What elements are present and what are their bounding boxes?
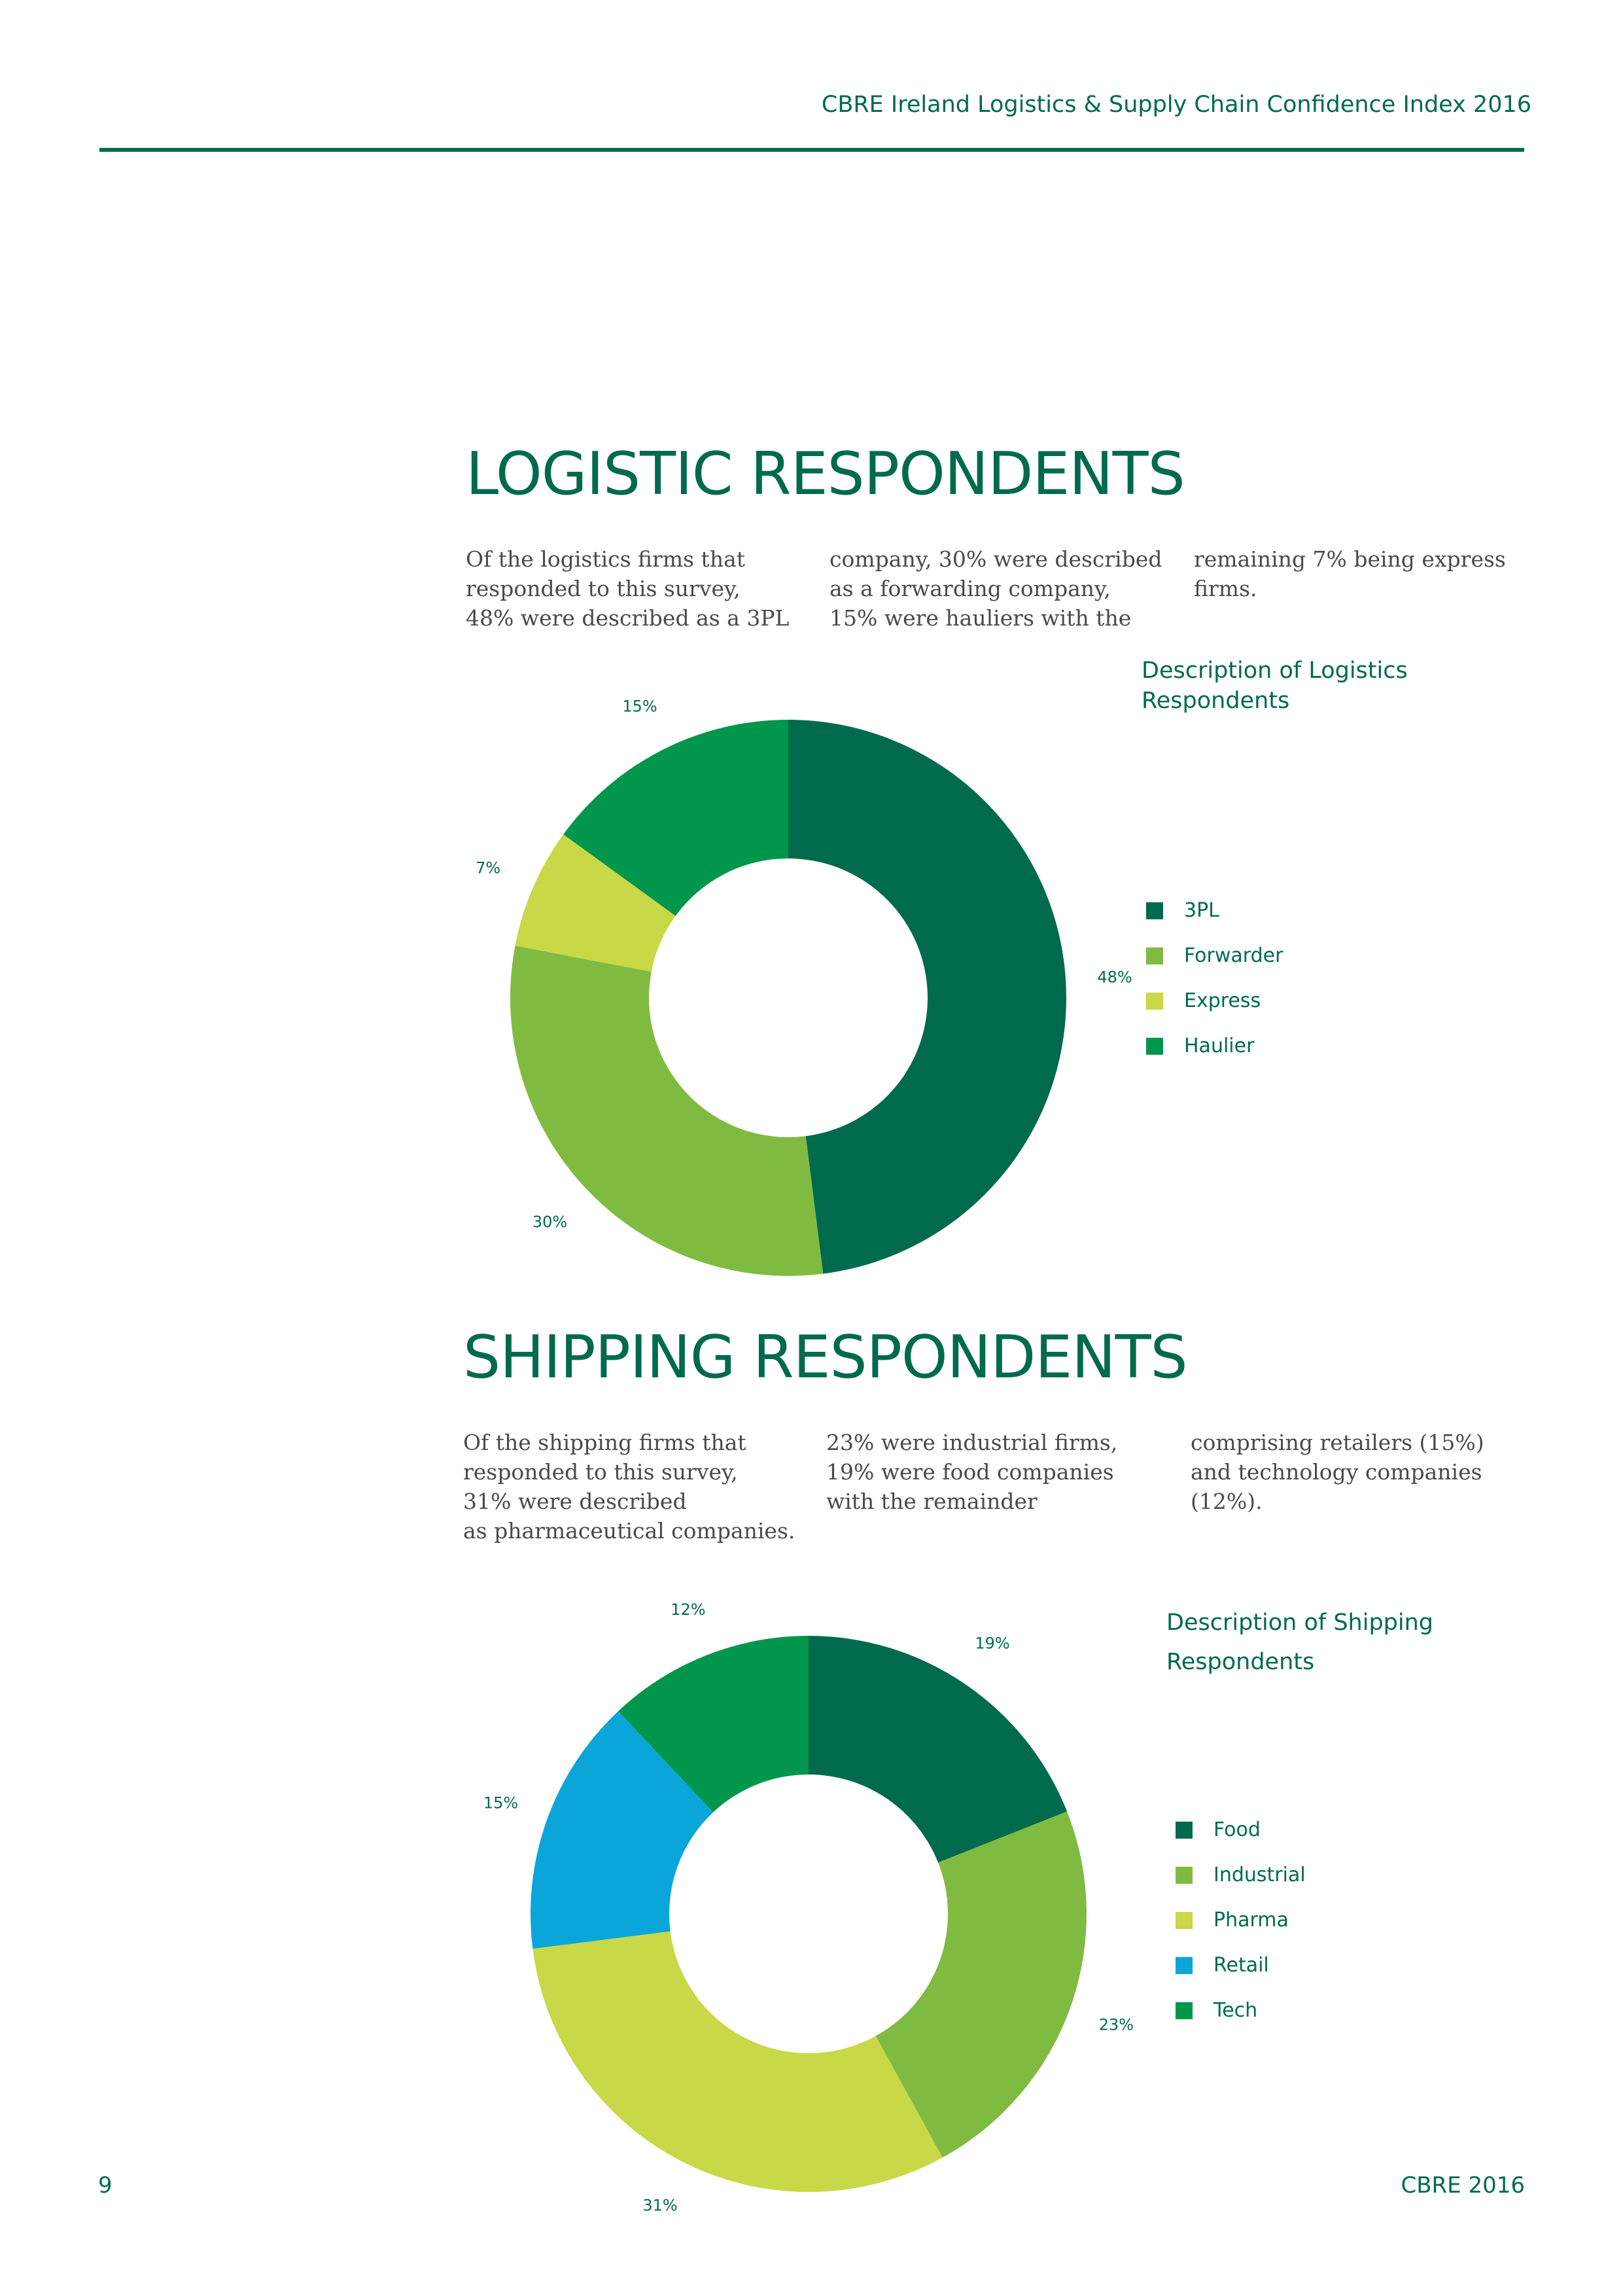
shipping-legend-item-pharma: Pharma: [1176, 1898, 1306, 1943]
data-label-food: 19%: [975, 1634, 1009, 1652]
legend-swatch: [1176, 1821, 1193, 1839]
legend-label: Pharma: [1213, 1909, 1289, 1932]
shipping-legend-item-industrial: Industrial: [1176, 1852, 1306, 1898]
data-label-industrial: 23%: [1099, 2015, 1134, 2034]
legend-swatch: [1176, 2002, 1193, 2019]
data-label-3pl: 48%: [1097, 968, 1132, 987]
legend-label: Food: [1213, 1818, 1261, 1841]
slice-forwarder: [510, 945, 824, 1276]
page-number: 9: [98, 2172, 113, 2199]
legend-swatch: [1176, 1956, 1193, 1974]
legend-swatch: [1176, 1911, 1193, 1929]
legend-label: Tech: [1213, 1999, 1258, 2022]
slice-pharma: [532, 1931, 943, 2192]
shipping-text-col-1: Of the shipping firms that responded to …: [463, 1430, 795, 1544]
shipping-text-col-3: comprising retailers (15%) and technolog…: [1191, 1430, 1484, 1514]
shipping-text-col-2: 23% were industrial firms, 19% were food…: [826, 1430, 1118, 1514]
legend-label: Forwarder: [1184, 944, 1283, 967]
logistic-text-col-3: remaining 7% being express firms.: [1194, 546, 1506, 601]
legend-label: Retail: [1213, 1954, 1269, 1977]
slice-haulier: [563, 720, 788, 916]
legend-swatch: [1176, 1866, 1193, 1884]
logistic-legend-item-forwarder: Forwarder: [1146, 933, 1283, 978]
logistic-legend-title: Description of Logistics Respondents: [1142, 658, 1408, 714]
data-label-tech: 12%: [671, 1600, 705, 1619]
slice-tech: [618, 1636, 809, 1812]
data-label-forwarder: 30%: [532, 1212, 567, 1231]
data-label-retail: 15%: [483, 1794, 518, 1812]
slice-industrial: [875, 1811, 1087, 2158]
logistic-title: LOGISTIC RESPONDENTS: [466, 440, 1185, 508]
shipping-legend-item-food: Food: [1176, 1807, 1306, 1852]
logistic-legend-item-3pl: 3PL: [1146, 888, 1283, 933]
shipping-legend-item-retail: Retail: [1176, 1943, 1306, 1988]
shipping-title: SHIPPING RESPONDENTS: [463, 1323, 1188, 1392]
header-rule: [99, 148, 1524, 152]
slice-retail: [531, 1711, 714, 1949]
data-label-pharma: 31%: [642, 2197, 677, 2215]
logistic-donut-chart: 48% 30% 7% 15%: [476, 697, 1132, 1276]
logistic-text-col-2: company, 30% were described as a forward…: [829, 546, 1162, 631]
logistic-legend-item-express: Express: [1146, 978, 1283, 1023]
legend-swatch: [1146, 902, 1163, 919]
legend-swatch: [1146, 992, 1163, 1010]
legend-label: Express: [1184, 989, 1261, 1012]
legend-swatch: [1146, 1037, 1163, 1055]
legend-label: Haulier: [1184, 1034, 1255, 1057]
header-title: CBRE Ireland Logistics & Supply Chain Co…: [821, 92, 1531, 118]
legend-swatch: [1146, 947, 1163, 964]
slice-food: [809, 1636, 1068, 1863]
legend-label: 3PL: [1184, 899, 1219, 922]
shipping-legend-item-tech: Tech: [1176, 1988, 1306, 2033]
shipping-donut-chart: 19% 23% 31% 15% 12%: [483, 1600, 1134, 2214]
slice-3pl: [788, 720, 1066, 1274]
logistic-legend-item-haulier: Haulier: [1146, 1023, 1283, 1069]
footer-brand: CBRE 2016: [1401, 2172, 1525, 2199]
data-label-express: 7%: [476, 858, 500, 877]
slice-express: [515, 834, 676, 972]
shipping-legend-title: Description of Shipping Respondents: [1166, 1610, 1434, 1675]
data-label-haulier: 15%: [622, 697, 657, 715]
logistic-text-col-1: Of the logistics firms that responded to…: [466, 546, 790, 631]
legend-label: Industrial: [1213, 1863, 1306, 1886]
